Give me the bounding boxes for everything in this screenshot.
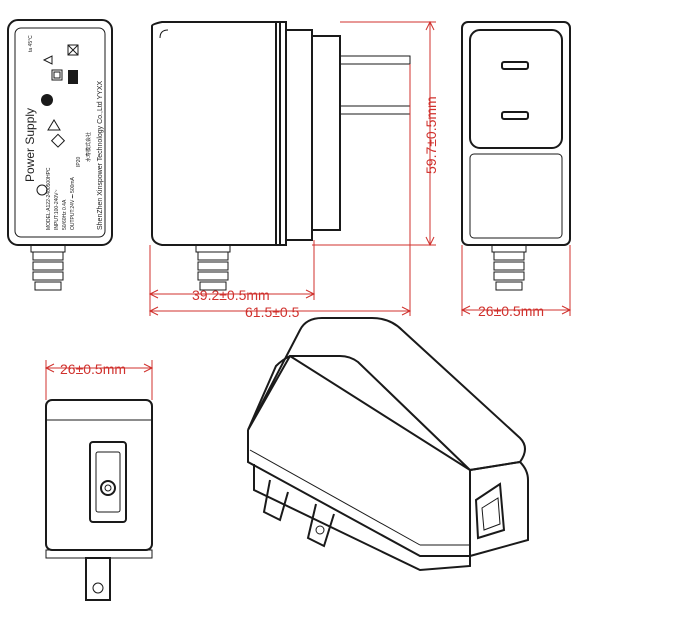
dim-width-front-label: 26±0.5mm	[478, 303, 544, 319]
dim-width-side: 26±0.5mm	[44, 360, 154, 400]
double-insulation-icon	[51, 69, 63, 81]
side-view-face	[286, 29, 313, 241]
iso-left-face	[247, 354, 471, 557]
isometric-view	[247, 317, 529, 572]
house-icon	[42, 55, 53, 65]
bottom-view: 26±0.5mm	[44, 360, 154, 601]
label-view-inner	[14, 27, 106, 238]
side-view-plug-base	[312, 35, 341, 231]
dim-height-label: 59.7±0.5mm	[423, 96, 439, 174]
weee-bin-icon	[67, 44, 79, 56]
label-rating: IP20	[76, 156, 82, 167]
plug-face-view: 26±0.5mm	[460, 21, 572, 319]
label-text-group: Power Supply ShenZhen Xinspower Technolo…	[23, 35, 104, 230]
iso-prong-left	[262, 479, 289, 522]
label-output: OUTPUT:24V ⎓ 500mA	[70, 176, 76, 230]
dim-depth-body: 39.2±0.5mm	[148, 240, 316, 316]
dim-depth-total: 61.5±0.5	[148, 64, 412, 320]
label-title: Power Supply	[23, 108, 37, 182]
dim-width-side-label: 26±0.5mm	[60, 361, 126, 377]
dim-depth-total-label: 61.5±0.5	[245, 304, 300, 320]
dc-jack-icon	[100, 480, 116, 496]
label-temperature: ta 45°C	[28, 35, 34, 52]
iso-prong-right	[306, 503, 335, 548]
label-model: MODEL:A122-2400500HPC	[46, 167, 52, 230]
iso-plug-shelf	[253, 464, 471, 572]
round-mark-icon	[36, 184, 48, 196]
iso-prong-hole-icon	[315, 525, 325, 535]
plug-face-lower	[469, 153, 563, 239]
label-chinese: 水寿模式会社	[85, 132, 92, 162]
certification-marks	[36, 44, 79, 196]
plug-face-cable	[491, 244, 527, 291]
label-input: INPUT:100-240V~	[54, 189, 60, 230]
plug-slot-upper	[501, 61, 529, 70]
solid-block-icon	[68, 70, 78, 84]
bottom-view-port-inner	[95, 451, 121, 513]
iso-port-inner	[481, 497, 501, 531]
label-view-cable	[30, 244, 66, 291]
side-view-collar	[275, 21, 287, 246]
prong-hole-icon	[92, 582, 104, 594]
dim-width-front: 26±0.5mm	[460, 245, 572, 319]
plug-face-upper	[469, 29, 563, 149]
bottom-view-base	[45, 549, 153, 559]
side-view-prongs	[340, 55, 411, 115]
bottom-view-body	[45, 399, 153, 551]
energy-mark-icon	[41, 94, 53, 106]
iso-port-frame	[474, 482, 506, 540]
plug-slot-lower	[501, 111, 529, 120]
bottom-view-port-frame	[89, 441, 127, 523]
bottom-view-prong	[85, 557, 111, 601]
side-view-body	[151, 21, 281, 246]
dim-depth-body-label: 39.2±0.5mm	[192, 287, 270, 303]
warning-triangle-icon	[47, 119, 61, 131]
label-view: Power Supply ShenZhen Xinspower Technolo…	[7, 19, 113, 291]
label-frequency: 50/60Hz 0.4A	[62, 199, 68, 230]
dim-height: 59.7±0.5mm	[312, 20, 439, 247]
diamond-mark-icon	[50, 133, 66, 148]
plug-face-body	[461, 21, 571, 246]
iso-right-face	[469, 460, 529, 558]
side-view: 59.7±0.5mm 39.2±0.5mm 61.5±0.5	[148, 20, 439, 320]
iso-top-face	[247, 317, 526, 472]
side-view-cable	[195, 244, 231, 291]
label-company: ShenZhen Xinspower Technology Co.,Ltd YY…	[97, 80, 104, 230]
